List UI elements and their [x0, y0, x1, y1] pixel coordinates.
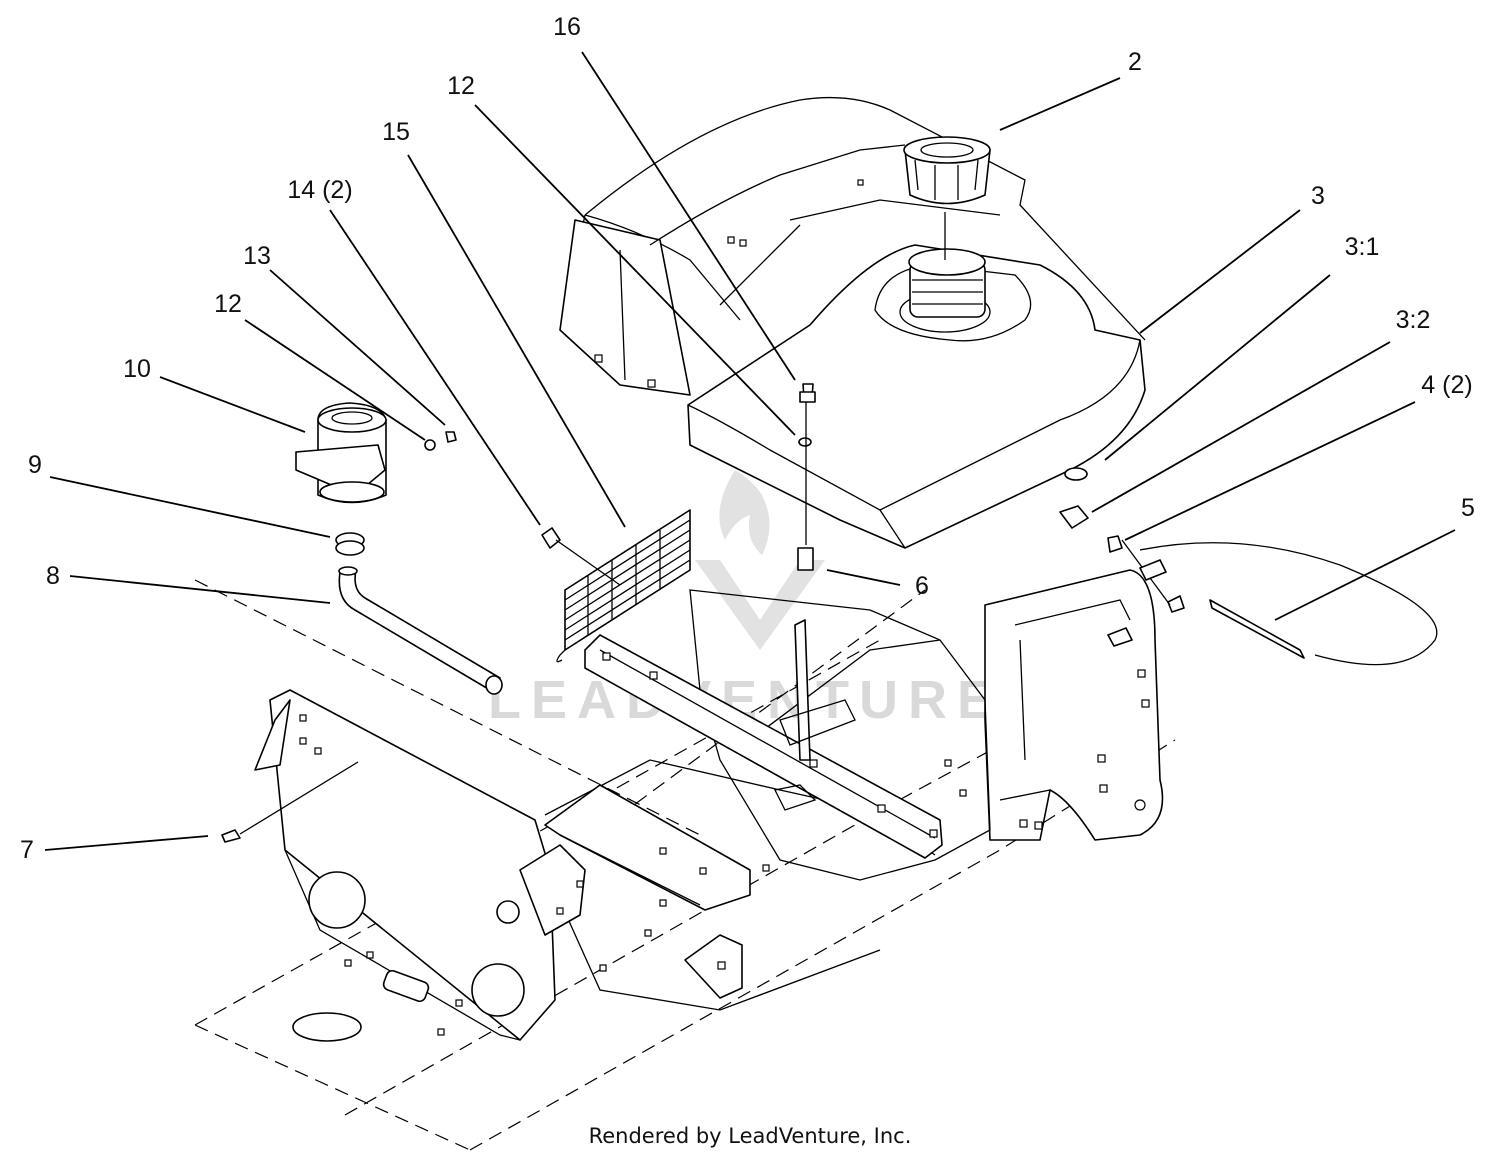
callout-15: 15 — [382, 118, 410, 146]
callout-12-top: 12 — [447, 72, 475, 100]
callout-9: 9 — [28, 451, 42, 479]
callout-5: 5 — [1461, 494, 1475, 522]
callout-4: 4 (2) — [1421, 371, 1472, 399]
callout-13: 13 — [243, 242, 271, 270]
footer-credit: Rendered by LeadVenture, Inc. — [588, 1124, 912, 1148]
watermark-logo-v — [695, 560, 825, 650]
filler-neck — [908, 248, 986, 318]
fuel-tank — [687, 244, 1146, 549]
reservoir-bottle — [295, 402, 387, 504]
hose-assembly — [335, 532, 503, 695]
fuel-cap — [903, 136, 991, 260]
callout-3: 3 — [1311, 182, 1325, 210]
callouts: 2 3 3:1 3:2 4 (2) 5 6 7 8 9 10 12 13 14 … — [20, 13, 1475, 864]
callout-8: 8 — [46, 562, 60, 590]
watermark-logo-flame — [719, 470, 770, 555]
front-panel — [254, 689, 586, 1042]
fender-outline — [559, 96, 1146, 396]
callout-14: 14 (2) — [287, 176, 352, 204]
callout-16: 16 — [553, 13, 581, 41]
callout-6: 6 — [915, 572, 929, 600]
callout-7: 7 — [20, 836, 34, 864]
callout-3-1: 3:1 — [1345, 233, 1380, 261]
hardware — [221, 383, 1185, 843]
radiator-screen — [556, 509, 691, 663]
callout-2: 2 — [1128, 48, 1142, 76]
callout-12-left: 12 — [214, 290, 242, 318]
cross-bracket — [584, 619, 943, 859]
leader-lines — [44, 51, 1456, 851]
callout-10: 10 — [123, 355, 151, 383]
callout-3-2: 3:2 — [1396, 306, 1431, 334]
fuel-line — [1139, 542, 1438, 666]
